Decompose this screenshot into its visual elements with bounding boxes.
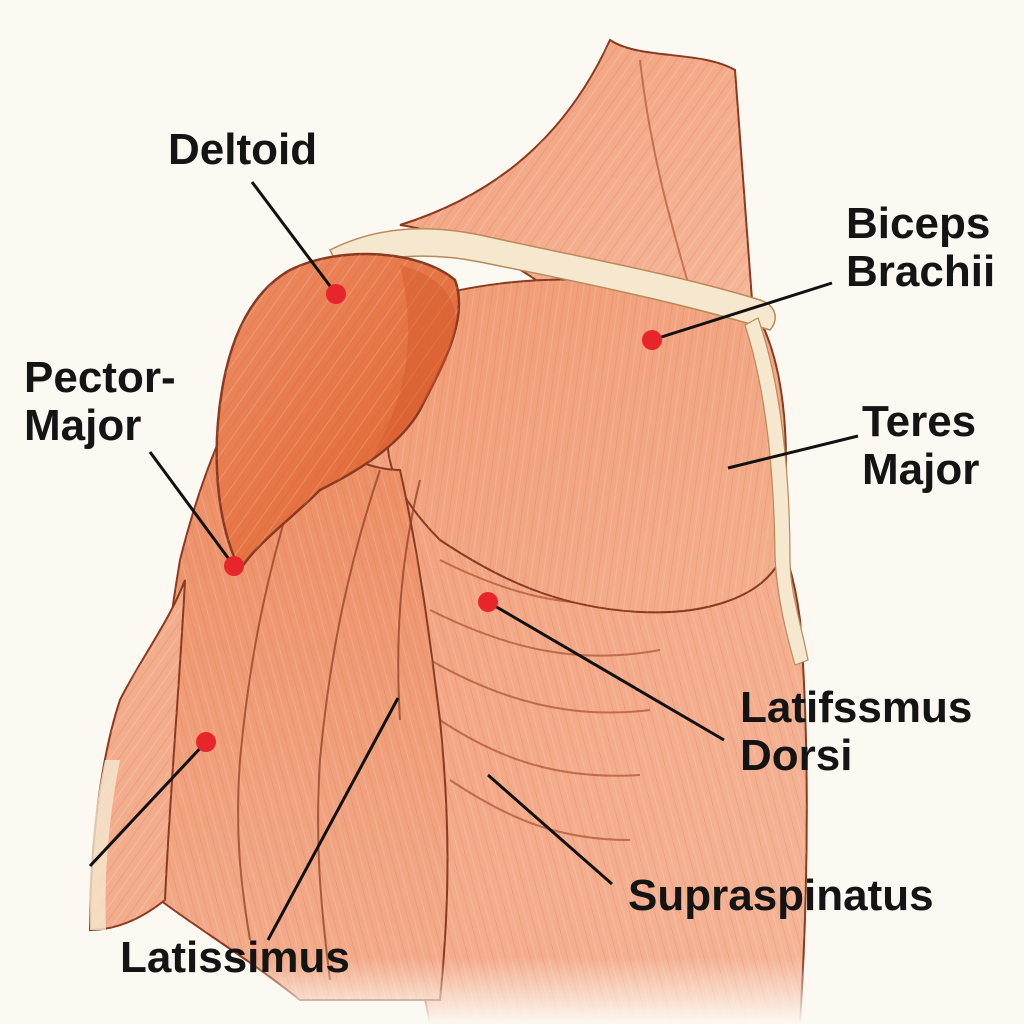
supraspinatus-leader — [487, 773, 613, 886]
biceps-leader — [651, 281, 833, 342]
latissimus-leader — [266, 697, 400, 941]
leader-lines — [88, 181, 859, 941]
latissimus-label: Latissimus — [120, 934, 350, 982]
biceps-marker — [642, 330, 662, 350]
supraspinatus-label-text: Supraspinatus — [628, 871, 934, 920]
latifssmus-label-line1: Latifssmus — [740, 683, 973, 732]
latifssmus-dorsi-label: Latifssmus Dorsi — [740, 684, 972, 780]
deltoid-label: Deltoid — [168, 126, 317, 174]
markers — [196, 284, 662, 752]
biceps-label-line2: Brachii — [846, 247, 996, 296]
teres-label-line1: Teres — [862, 397, 977, 446]
clavicle-band — [328, 228, 776, 331]
teres-leader — [727, 434, 859, 470]
pector-marker — [224, 556, 244, 576]
latifssmus-marker — [478, 592, 498, 612]
teres-major-label: Teres Major — [862, 398, 979, 494]
pector-major-label: Pector- Major — [24, 354, 176, 450]
deltoid-label-text: Deltoid — [168, 125, 318, 174]
pector-label-line2: Major — [24, 401, 142, 450]
forearm-marker — [196, 732, 216, 752]
pector-label-line1: Pector- — [24, 353, 176, 402]
forearm-leader — [88, 740, 208, 868]
biceps-brachii-label: Biceps Brachii — [846, 200, 995, 296]
deltoid-leader — [250, 181, 338, 295]
pector-leader — [148, 451, 236, 567]
latissimus-label-text: Latissimus — [120, 933, 350, 982]
latifssmus-leader — [487, 600, 725, 742]
supraspinatus-label: Supraspinatus — [628, 872, 934, 920]
biceps-label-line1: Biceps — [846, 199, 991, 248]
teres-label-line2: Major — [862, 445, 980, 494]
latifssmus-label-line2: Dorsi — [740, 731, 853, 780]
deltoid-marker — [326, 284, 346, 304]
